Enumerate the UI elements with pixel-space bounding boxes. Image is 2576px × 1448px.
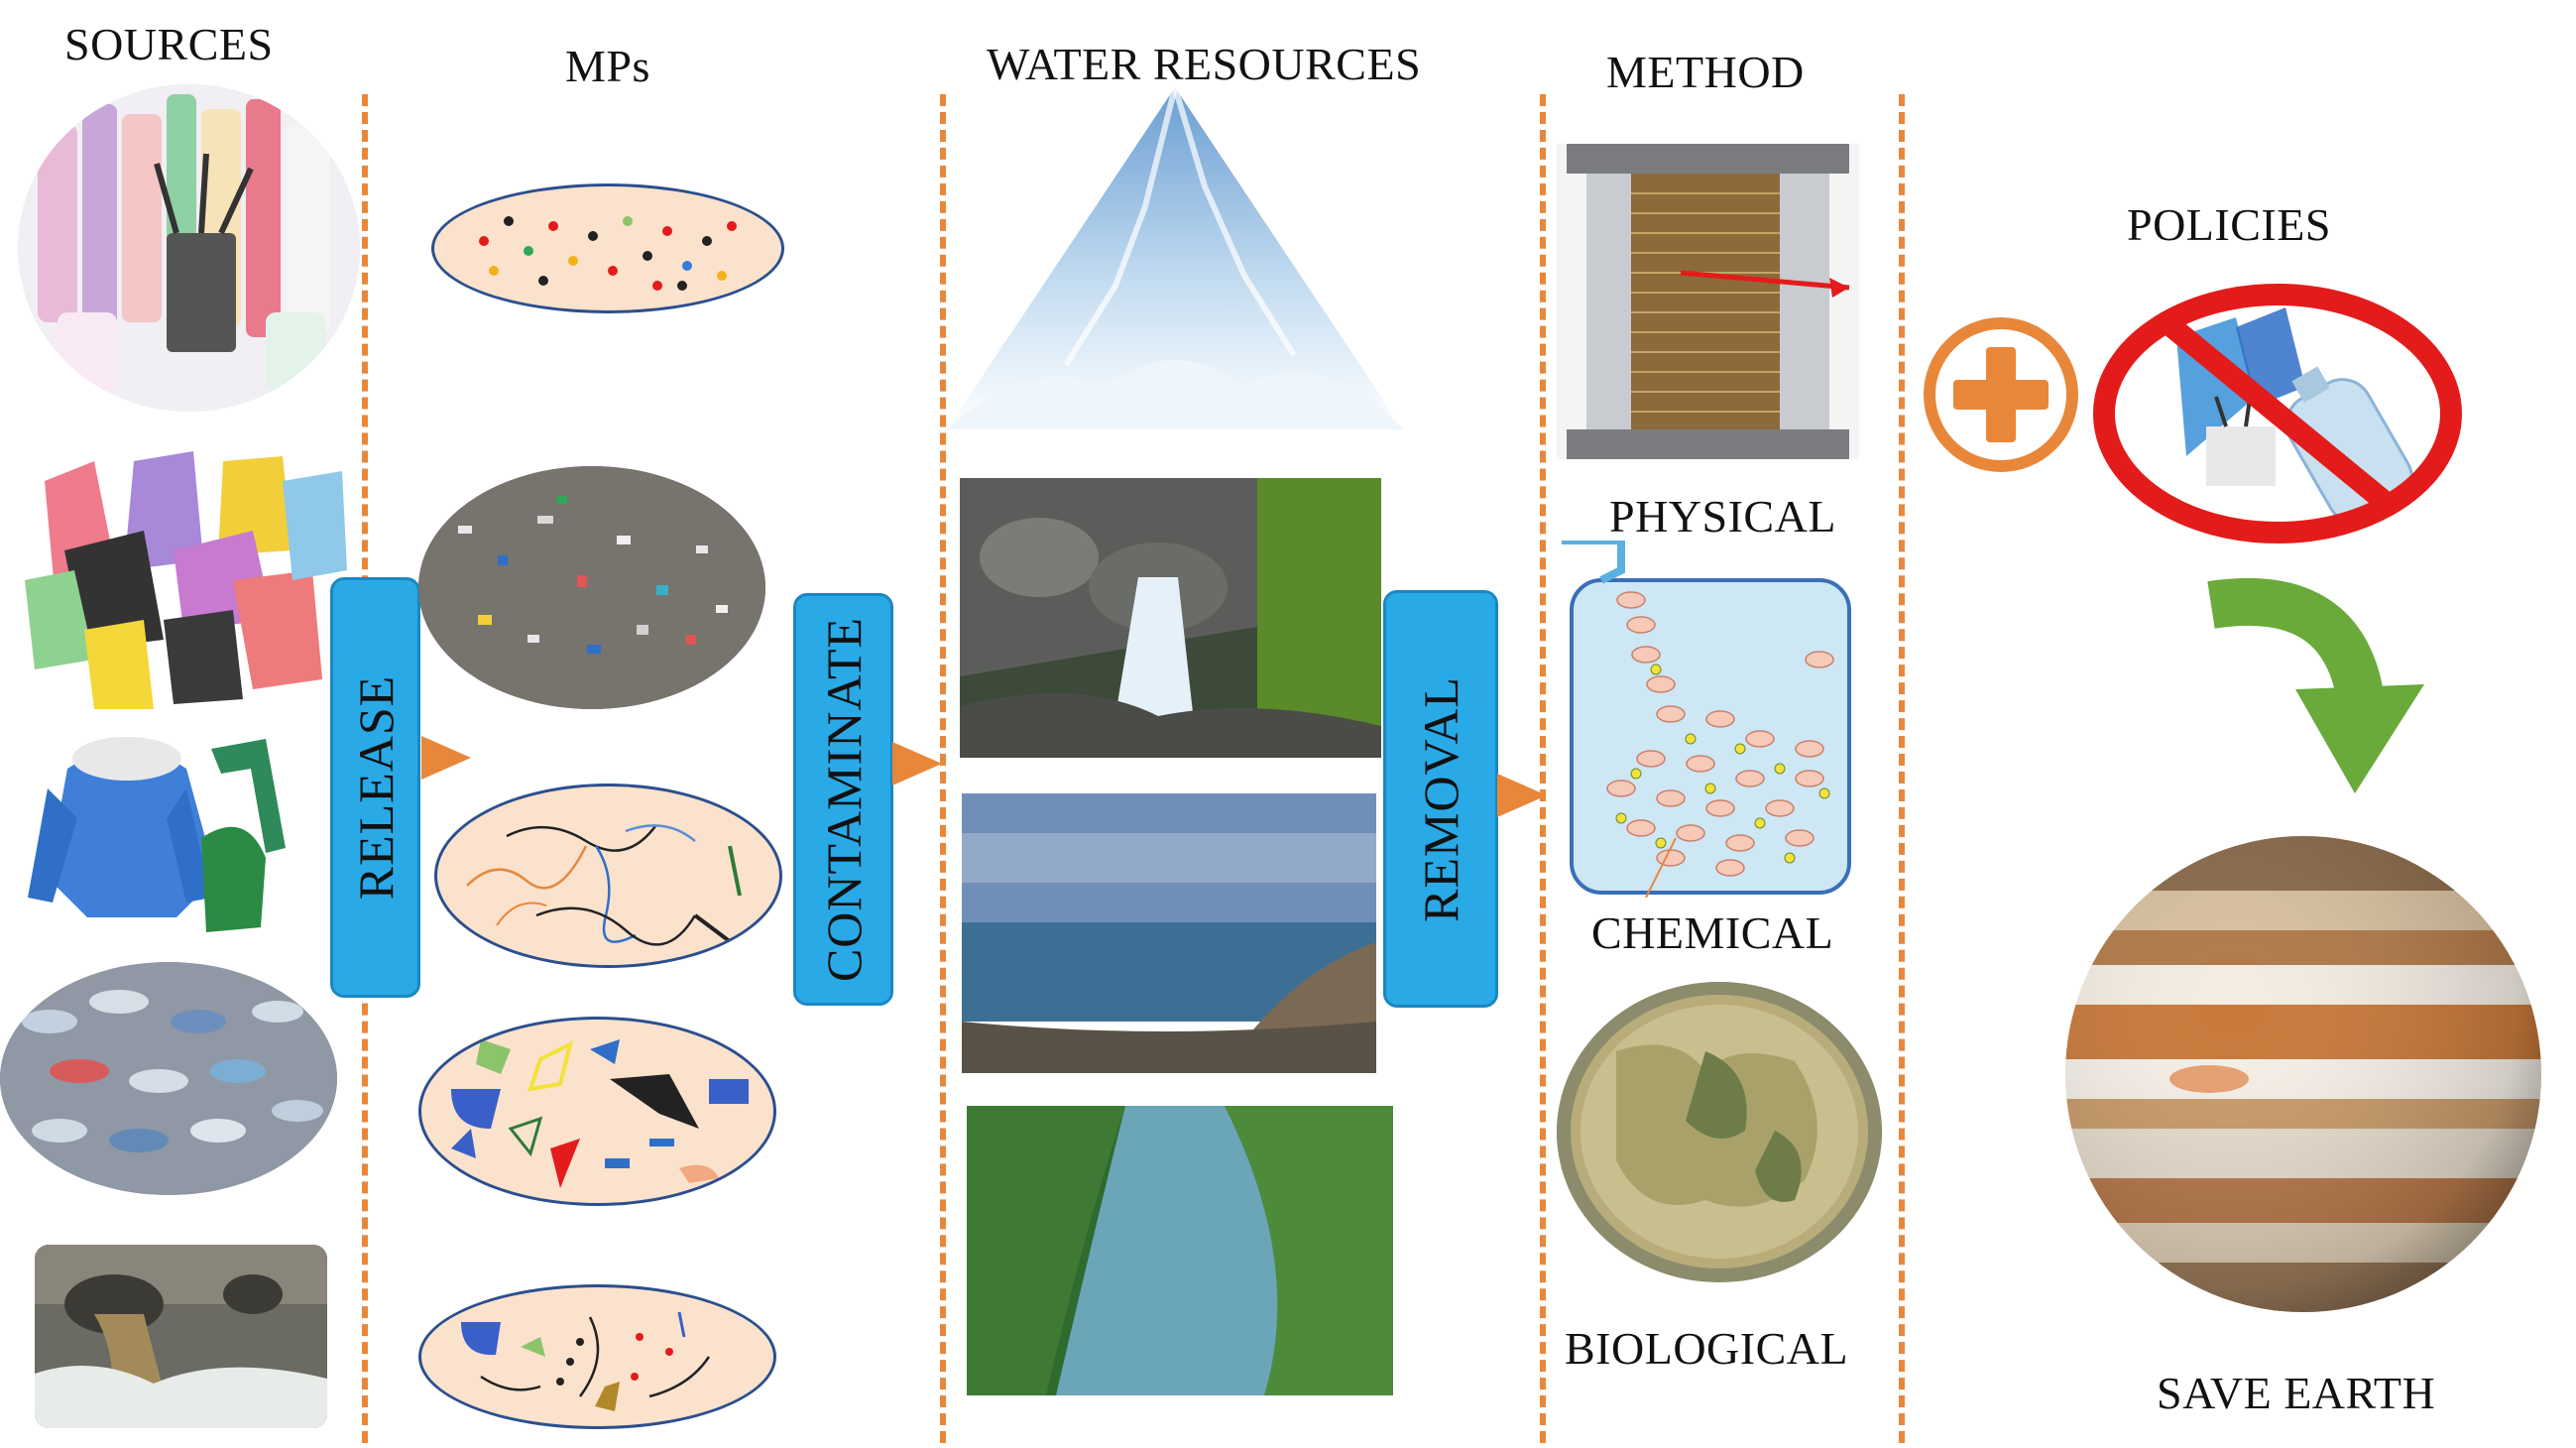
sea-coast-image <box>962 793 1376 1073</box>
winter-clothes-image <box>28 729 315 942</box>
planet-icon <box>2060 831 2546 1317</box>
method-physical-label: PHYSICAL <box>1609 491 1836 542</box>
plastic-bags-image <box>25 441 347 714</box>
header-water-resources: WATER RESOURCES <box>987 39 1422 89</box>
plastic-bottles-pile-image <box>0 962 337 1195</box>
save-earth-label: SAVE EARTH <box>2157 1368 2436 1418</box>
header-sources: SOURCES <box>64 19 274 69</box>
contaminate-step-box: CONTAMINATE <box>793 593 893 1006</box>
separator-4 <box>1899 94 1905 1443</box>
release-arrow-icon <box>421 736 471 780</box>
fragments-oval <box>418 1017 776 1206</box>
header-method: METHOD <box>1606 47 1805 97</box>
sewage-discharge-image <box>35 1245 327 1428</box>
chemical-coagulation-image <box>1562 541 1854 898</box>
removal-label: REMOVAL <box>1413 675 1468 922</box>
separator-3 <box>1540 94 1546 1443</box>
header-policies: POLICIES <box>2127 199 2331 250</box>
cosmetics-bottles-image <box>18 84 360 412</box>
release-label: RELEASE <box>347 674 404 901</box>
release-step-box: RELEASE <box>330 577 420 998</box>
removal-arrow-icon <box>1497 774 1547 817</box>
lake-valley-image <box>967 1106 1393 1395</box>
plastic-debris-oval <box>418 466 765 709</box>
waterfall-image <box>960 478 1381 758</box>
method-biological-label: BIOLOGICAL <box>1565 1323 1849 1374</box>
contaminate-label: CONTAMINATE <box>815 616 872 983</box>
plus-icon <box>1922 315 2080 474</box>
biological-petri-dish-image <box>1557 982 1882 1282</box>
microbeads-oval <box>431 183 784 313</box>
contaminate-arrow-icon <box>892 742 942 785</box>
no-plastic-icon <box>2087 278 2469 550</box>
removal-step-box: REMOVAL <box>1383 590 1498 1008</box>
curved-arrow-icon <box>2191 575 2429 813</box>
separator-2 <box>940 94 946 1443</box>
method-chemical-label: CHEMICAL <box>1591 907 1834 958</box>
filtration-membrane-image <box>1557 144 1859 459</box>
glacier-triangle-image <box>947 87 1403 429</box>
mixed-mps-oval <box>418 1284 776 1429</box>
header-mps: MPs <box>565 41 650 91</box>
microfibers-oval <box>434 784 782 968</box>
